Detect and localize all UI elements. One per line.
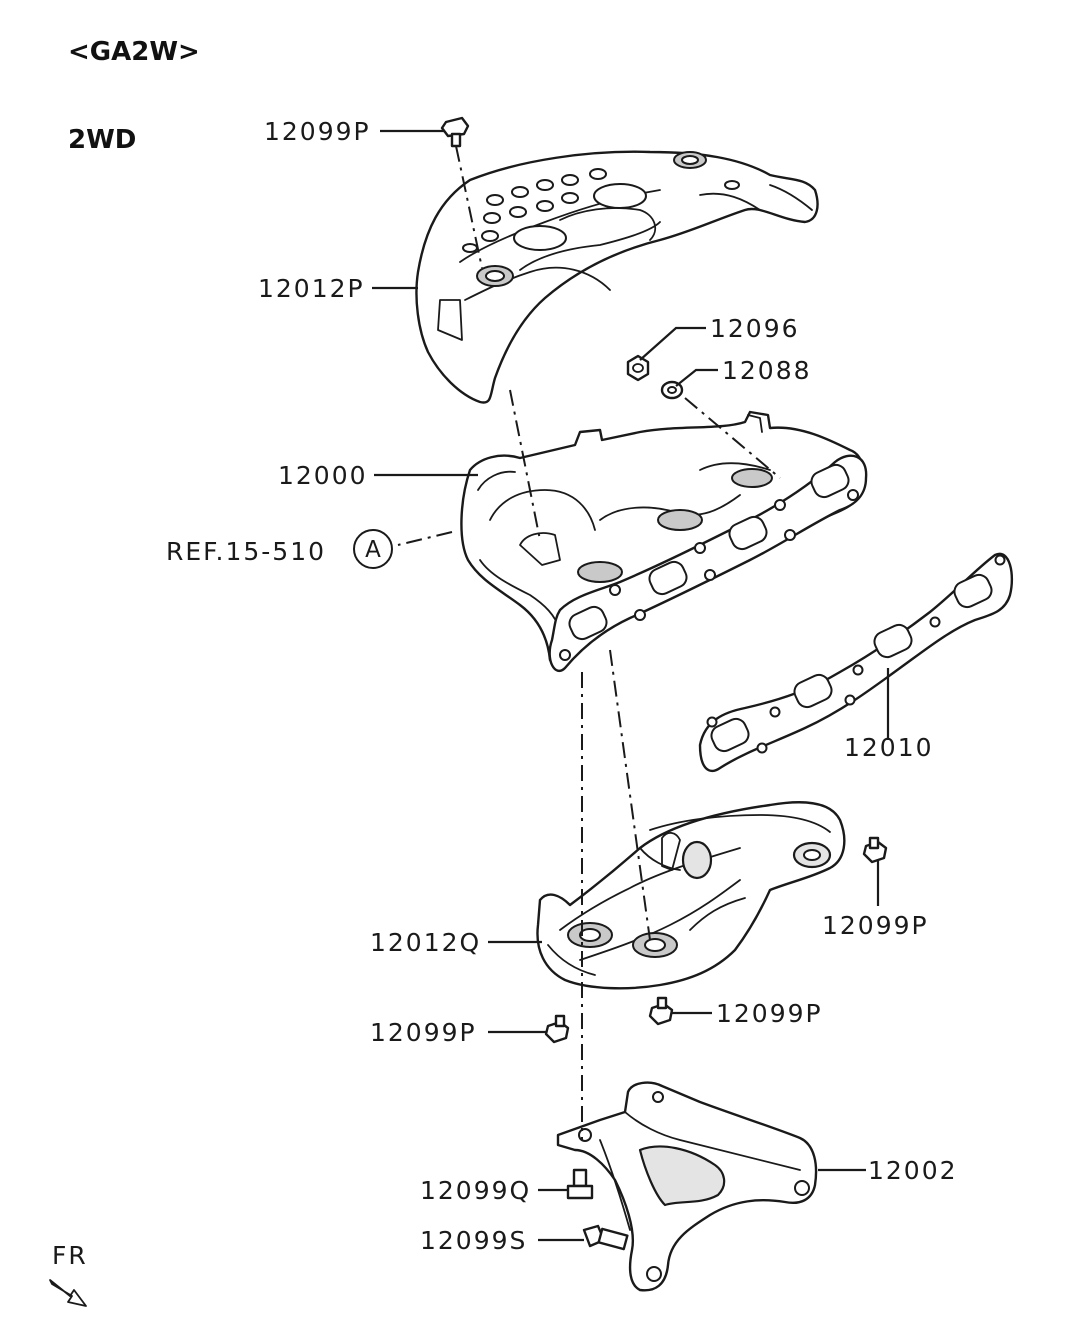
drive-type: 2WD — [68, 125, 136, 155]
label-12099P-mid: 12099P — [716, 999, 823, 1028]
assembly-line — [609, 649, 651, 941]
exhaust-manifold — [460, 410, 868, 672]
ref-circle — [353, 529, 393, 569]
assembly-line — [684, 397, 781, 479]
label-12012Q: 12012Q — [370, 928, 481, 957]
ref-circle-letter: A — [365, 537, 381, 563]
label-12000: 12000 — [278, 461, 368, 490]
front-arrow-icon — [49, 1279, 87, 1307]
label-ref: REF.15-510 — [166, 537, 326, 566]
manifold-bracket — [556, 1081, 818, 1292]
label-12096: 12096 — [710, 314, 800, 343]
label-12002: 12002 — [868, 1156, 958, 1185]
assembly-line — [455, 145, 483, 269]
front-label: FR — [52, 1241, 88, 1270]
label-12099S: 12099S — [420, 1226, 527, 1255]
label-12099P-top: 12099P — [264, 117, 371, 146]
bolt-12099P-left — [544, 1014, 570, 1044]
manifold-gasket — [698, 552, 1014, 773]
model-code: <GA2W> — [68, 37, 200, 67]
bolt-12099P-mid — [648, 996, 674, 1026]
assembly-line — [397, 531, 453, 546]
bolt-12099P-right — [862, 836, 888, 864]
bolt-12099P-top — [440, 116, 470, 148]
label-12010: 12010 — [844, 733, 934, 762]
label-12088: 12088 — [722, 356, 812, 385]
lower-heat-shield — [536, 801, 846, 990]
label-12099P-left: 12099P — [370, 1018, 477, 1047]
label-12012P: 12012P — [258, 274, 365, 303]
label-12099Q: 12099Q — [420, 1176, 531, 1205]
nut-12096 — [626, 354, 650, 382]
bolt-12099Q — [566, 1168, 594, 1200]
bolt-12099S — [582, 1224, 629, 1251]
upper-heat-shield — [415, 150, 819, 404]
label-12099P-right: 12099P — [822, 911, 929, 940]
assembly-line — [509, 389, 541, 541]
